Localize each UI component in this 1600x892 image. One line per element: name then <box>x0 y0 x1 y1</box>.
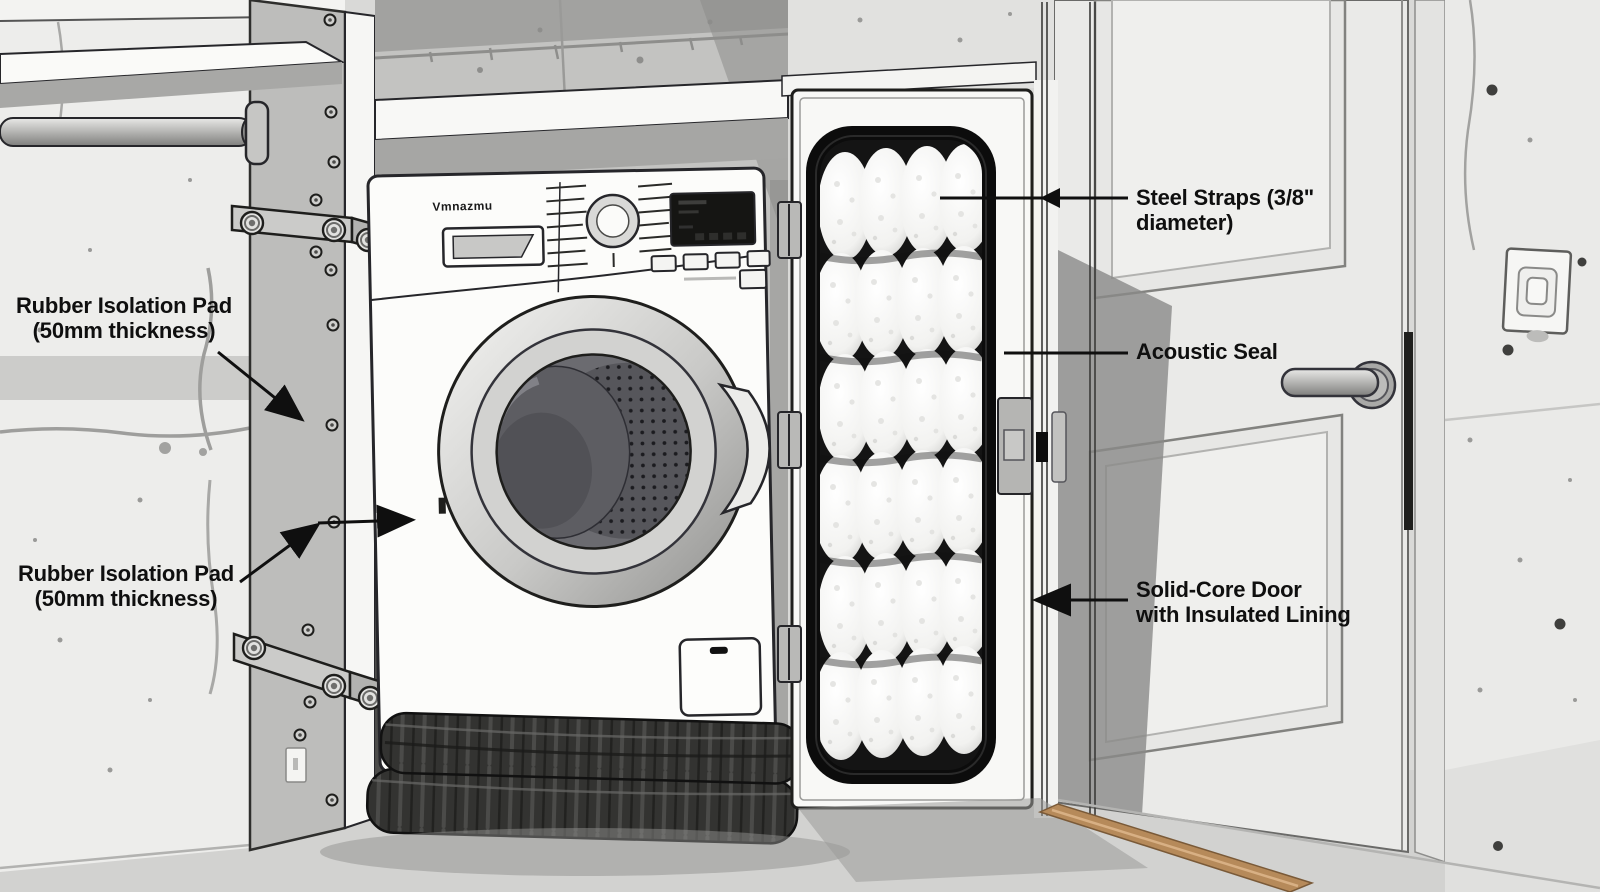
washer-door-handle[interactable] <box>716 382 771 516</box>
label-rubber-pad-top: Rubber Isolation Pad (50mm thickness) <box>8 293 240 343</box>
arrowhead-steel-straps <box>1040 188 1060 208</box>
label-line: Rubber Isolation Pad <box>17 561 235 586</box>
program-ticks <box>546 182 674 268</box>
label-line: Rubber Isolation Pad <box>15 293 233 318</box>
label-line: Solid-Core Door <box>1136 577 1302 602</box>
label-rubber-pad-bottom: Rubber Isolation Pad (50mm thickness) <box>10 561 242 611</box>
service-flap[interactable] <box>678 636 763 717</box>
annotation-arrows <box>217 188 1128 617</box>
light-switch[interactable] <box>1501 247 1573 343</box>
wall-above-door <box>781 0 1054 97</box>
program-knob[interactable] <box>585 193 641 249</box>
label-line: (50mm thickness) <box>32 317 216 343</box>
arrow-rubber-pad-top <box>217 350 305 422</box>
washer-door[interactable] <box>434 293 772 610</box>
washer-floor-shadow <box>320 828 850 876</box>
label-line: Acoustic Seal <box>1136 339 1278 364</box>
display-panel <box>669 191 757 247</box>
door-edge-gap <box>1404 332 1413 530</box>
latch-slot <box>1036 432 1048 462</box>
label-steel-straps: Steel Straps (3/8" diameter) <box>1136 185 1315 235</box>
label-acoustic-seal: Acoustic Seal <box>1136 339 1278 365</box>
label-solid-core-door: Solid-Core Door with Insulated Lining <box>1136 577 1351 627</box>
option-buttons[interactable] <box>650 249 771 290</box>
strike-plate <box>1051 411 1067 483</box>
wood-threshold <box>1037 803 1315 892</box>
steel-straps <box>1041 2 1096 820</box>
arrow-rubber-pad-bottom-diagonal <box>239 522 321 584</box>
arrow-rubber-pad-bottom-horizontal <box>317 504 416 538</box>
door-frame-strip <box>1414 0 1446 864</box>
washer-brand: Vmnazmu <box>432 199 492 214</box>
rubber-isolation-pads <box>365 711 803 845</box>
door-handle[interactable] <box>1280 360 1397 410</box>
label-line: with Insulated Lining <box>1136 601 1351 627</box>
left-concrete-wall <box>0 0 346 872</box>
closet-shelf <box>0 40 346 108</box>
door-latch <box>997 397 1033 495</box>
right-concrete-wall <box>1444 0 1600 892</box>
door-shadow <box>1054 248 1172 815</box>
door-hinges <box>777 201 802 683</box>
label-line: diameter) <box>1136 209 1234 235</box>
detergent-drawer[interactable] <box>441 225 545 268</box>
label-line: (50mm thickness) <box>34 585 218 611</box>
insulation-lining <box>820 140 982 770</box>
closet-rod <box>0 100 270 166</box>
label-line: Steel Straps (3/8" <box>1136 185 1315 210</box>
insulated-door[interactable] <box>777 88 1034 810</box>
washing-machine: Vmnazmu <box>366 166 778 774</box>
